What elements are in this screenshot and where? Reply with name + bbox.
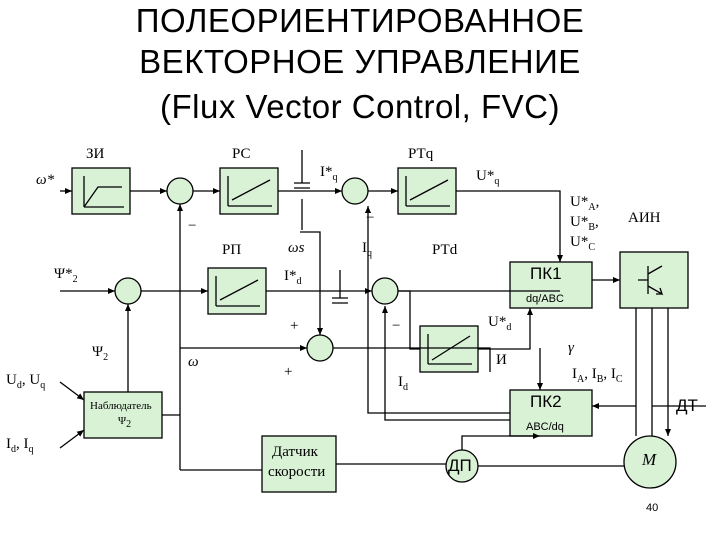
pk1-block	[509, 261, 593, 309]
pk1-label: ПК1	[530, 264, 562, 283]
gamma-label: γ	[568, 340, 574, 356]
uq-star-label: U*q	[476, 168, 500, 187]
speed-sensor-block	[261, 435, 337, 493]
observer-label-2: Ψ2	[118, 415, 132, 431]
sensor-label-2: скорости	[268, 464, 326, 480]
title-line-1: ПОЛЕОРИЕНТИРОВАННОЕ	[135, 2, 585, 39]
dt-label: ДТ	[676, 396, 698, 415]
psi2-label: Ψ2	[92, 344, 109, 363]
minus-speed: −	[188, 218, 197, 234]
iq-label: Iq	[362, 240, 372, 259]
id-label: Id	[398, 374, 408, 393]
plus-d: +	[290, 318, 299, 334]
dp-label: ДП	[448, 456, 472, 475]
pk2-sub-label: ABC/dq	[526, 421, 564, 433]
motor-label: M	[642, 450, 657, 469]
flux-sum	[114, 277, 142, 305]
ub-star-label: U*B,	[570, 214, 599, 233]
ain-block	[619, 251, 689, 309]
observer-label-1: Наблюдатель	[90, 400, 152, 412]
omega-label: ω	[188, 354, 199, 370]
phase-currents-label: IA, IB, IC	[572, 366, 623, 385]
rp-label: РП	[222, 242, 242, 258]
id-star-label: I*d	[284, 268, 302, 287]
current-d-sum	[371, 277, 399, 305]
page-number: 40	[646, 502, 659, 514]
title-line-2: ВЕКТОРНОЕ УПРАВЛЕНИЕ	[139, 43, 581, 80]
rs-label: РС	[232, 146, 251, 162]
angle-sum	[306, 334, 334, 362]
uc-star-label: U*C	[570, 234, 596, 253]
zi-label: ЗИ	[86, 146, 105, 162]
pk2-block	[509, 389, 593, 437]
rtq-label: РТq	[408, 146, 434, 162]
sensor-label-1: Датчик	[272, 444, 318, 460]
rtd-label: РТd	[432, 242, 458, 258]
minus-d: −	[392, 318, 401, 334]
ua-star-label: U*A,	[570, 194, 600, 213]
omega-star-label: ω*	[36, 172, 55, 188]
integrator-label: И	[496, 352, 507, 368]
minus-q: −	[366, 210, 375, 226]
omega-s-label: ωs	[288, 240, 305, 256]
ain-label: АИН	[628, 210, 661, 226]
speed-sum	[166, 177, 194, 205]
current-q-sum	[341, 177, 369, 205]
title-line-3: (Flux Vector Control, FVC)	[160, 88, 560, 125]
ud-star-label: U*d	[488, 314, 512, 333]
iq-star-label: I*q	[320, 164, 338, 183]
psi2-star-label: Ψ*2	[54, 266, 78, 285]
observer-block	[83, 391, 163, 439]
motor	[623, 435, 677, 489]
id-iq-label: Id, Iq	[6, 436, 34, 455]
pk2-label: ПК2	[530, 392, 562, 411]
pk1-sub-label: dq/ABC	[526, 293, 564, 305]
plus-angle: +	[284, 364, 293, 380]
ud-uq-label: Ud, Uq	[6, 372, 46, 391]
